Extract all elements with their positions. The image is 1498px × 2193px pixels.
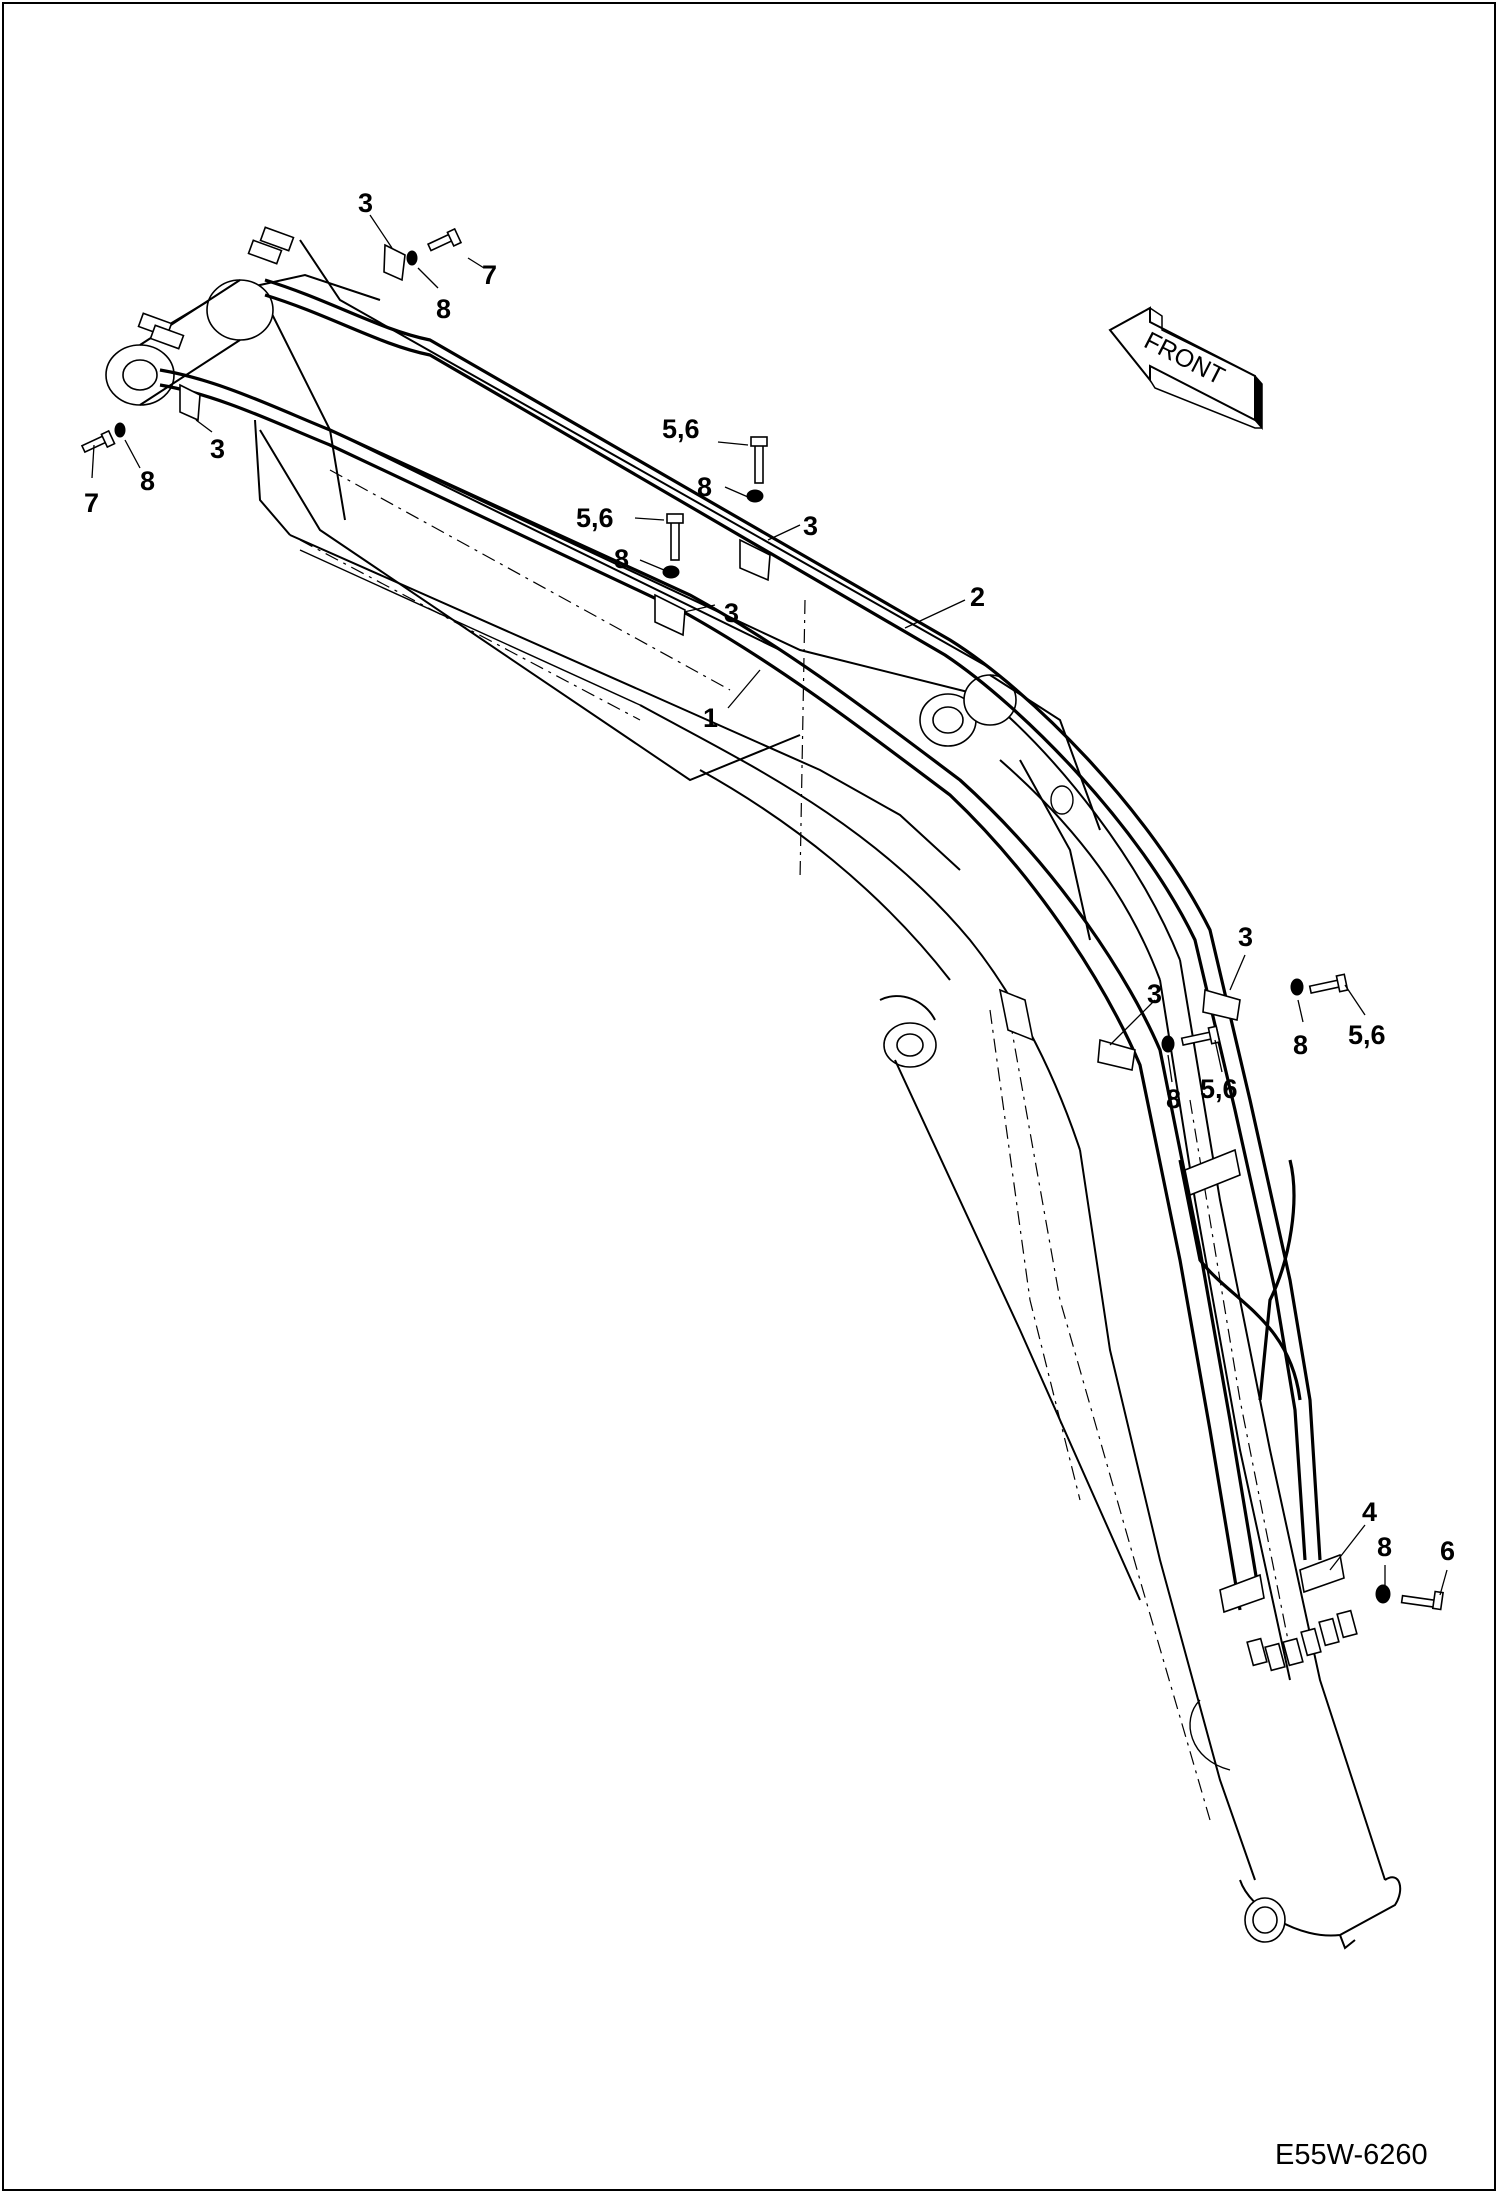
- clamp: [654, 593, 686, 637]
- washer: [746, 489, 764, 503]
- clamp: [1219, 1573, 1265, 1614]
- washer: [114, 422, 126, 438]
- callout-2: 2: [970, 582, 985, 612]
- bolt: [750, 436, 768, 484]
- callout-8: 8: [1293, 1030, 1308, 1060]
- callout-7: 7: [84, 488, 99, 518]
- washer: [662, 565, 680, 579]
- hydraulic-lines: [137, 226, 1358, 1672]
- clamps-and-hardware: [80, 227, 1444, 1614]
- callout-3: 3: [803, 511, 818, 541]
- boom-body: [105, 239, 1402, 1950]
- callout-3: 3: [724, 598, 739, 628]
- figure-code: E55W-6260: [1275, 2139, 1428, 2171]
- callout-8: 8: [1166, 1084, 1181, 1114]
- callout-3: 3: [1147, 979, 1162, 1009]
- callout-3: 3: [210, 434, 225, 464]
- washer: [406, 250, 418, 266]
- callout-5-6: 5,6: [1348, 1020, 1386, 1050]
- bolt: [80, 429, 116, 454]
- callout-4: 4: [1362, 1497, 1377, 1527]
- bolt: [1400, 1590, 1444, 1611]
- callout-7: 7: [482, 260, 497, 290]
- callout-8: 8: [614, 544, 629, 574]
- clamp: [1299, 1553, 1345, 1594]
- washer: [1290, 978, 1304, 996]
- clamp: [1184, 1148, 1241, 1197]
- bolt: [426, 227, 463, 252]
- clamp: [179, 383, 201, 422]
- washer: [1161, 1035, 1175, 1053]
- callout-8: 8: [1377, 1532, 1392, 1562]
- callout-6: 6: [1440, 1536, 1455, 1566]
- bolt: [1180, 1025, 1221, 1046]
- callout-1: 1: [703, 703, 718, 733]
- callout-8: 8: [697, 472, 712, 502]
- clamp: [1097, 1038, 1136, 1071]
- bolt: [1308, 973, 1349, 994]
- callout-5-6: 5,6: [1200, 1074, 1238, 1104]
- leader-lines: [91, 214, 1448, 1596]
- callout-8: 8: [140, 466, 155, 496]
- callout-8: 8: [436, 294, 451, 324]
- callout-3: 3: [1238, 922, 1253, 952]
- callout-5-6: 5,6: [662, 414, 700, 444]
- washer: [1375, 1584, 1391, 1604]
- front-direction-arrow: FRONT: [1108, 306, 1263, 430]
- clamp: [739, 538, 771, 582]
- hose-end-fittings-top: [137, 226, 295, 350]
- bolt: [666, 513, 684, 561]
- hose-end-fittings: [1246, 1609, 1358, 1672]
- clamp: [1202, 988, 1241, 1021]
- callout-3: 3: [358, 188, 373, 218]
- callout-labels: 3 7 8 7 8 3 5,6 8 3 5,6 8 3 2 1 3 3 8 5,…: [84, 188, 1455, 1566]
- clamp: [383, 243, 406, 282]
- callout-5-6: 5,6: [576, 503, 614, 533]
